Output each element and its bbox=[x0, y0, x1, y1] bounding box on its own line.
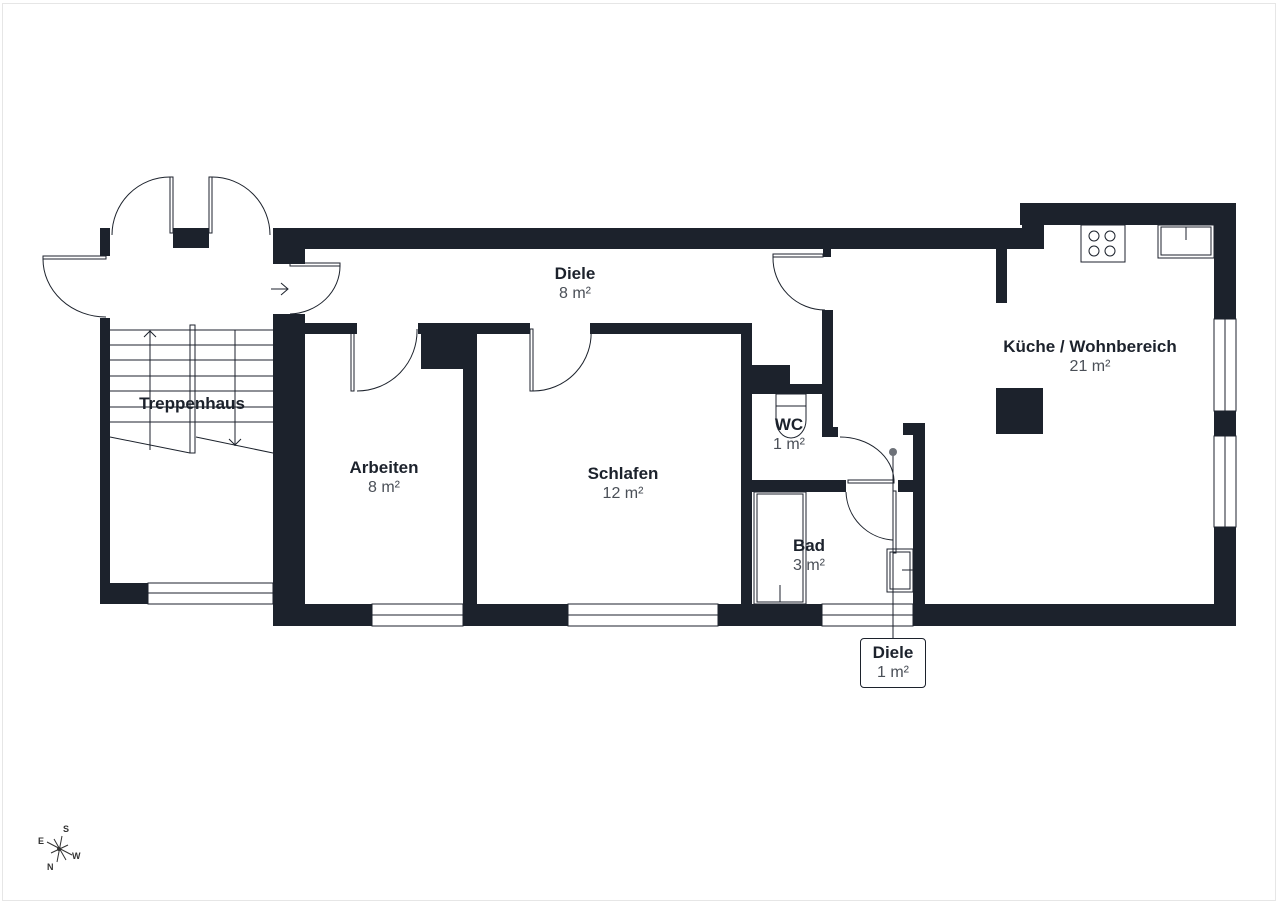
windows bbox=[147, 318, 1237, 627]
room-wc: WC 1 m² bbox=[773, 414, 805, 455]
room-area: 1 m² bbox=[773, 436, 805, 454]
room-treppenhaus: Treppenhaus bbox=[139, 393, 245, 414]
walls bbox=[100, 203, 1236, 626]
compass-rose-icon bbox=[46, 835, 73, 863]
room-diele-small-callout: Diele 1 m² bbox=[860, 638, 926, 689]
room-name: Arbeiten bbox=[349, 458, 419, 477]
compass-north: N bbox=[47, 862, 54, 872]
page-border bbox=[2, 3, 1276, 901]
doors bbox=[42, 176, 897, 554]
room-name: Diele bbox=[872, 643, 914, 662]
room-arbeiten: Arbeiten 8 m² bbox=[350, 457, 419, 498]
room-area: 3 m² bbox=[793, 557, 825, 575]
entry-arrow-icon bbox=[271, 282, 289, 296]
room-kueche-wohnbereich: Küche / Wohnbereich 21 m² bbox=[1003, 336, 1177, 377]
room-name: Küche / Wohnbereich bbox=[1003, 337, 1177, 356]
room-name: WC bbox=[774, 415, 804, 434]
compass-west: W bbox=[72, 851, 81, 861]
room-name: Diele bbox=[554, 264, 596, 283]
room-area: 1 m² bbox=[877, 664, 909, 682]
room-area: 21 m² bbox=[1069, 358, 1111, 376]
room-name: Schlafen bbox=[587, 464, 659, 483]
fixtures bbox=[753, 224, 1215, 638]
room-area: 12 m² bbox=[602, 485, 644, 503]
compass-south: S bbox=[63, 824, 70, 834]
room-schlafen: Schlafen 12 m² bbox=[588, 463, 659, 504]
compass-east: E bbox=[38, 836, 45, 846]
room-diele: Diele 8 m² bbox=[555, 263, 596, 304]
callout-pin bbox=[889, 448, 897, 456]
room-area: 8 m² bbox=[368, 479, 400, 497]
room-name: Treppenhaus bbox=[139, 394, 245, 413]
room-area: 8 m² bbox=[558, 285, 591, 303]
room-name: Bad bbox=[792, 536, 826, 555]
room-bad: Bad 3 m² bbox=[793, 535, 825, 576]
stairs bbox=[109, 324, 274, 454]
